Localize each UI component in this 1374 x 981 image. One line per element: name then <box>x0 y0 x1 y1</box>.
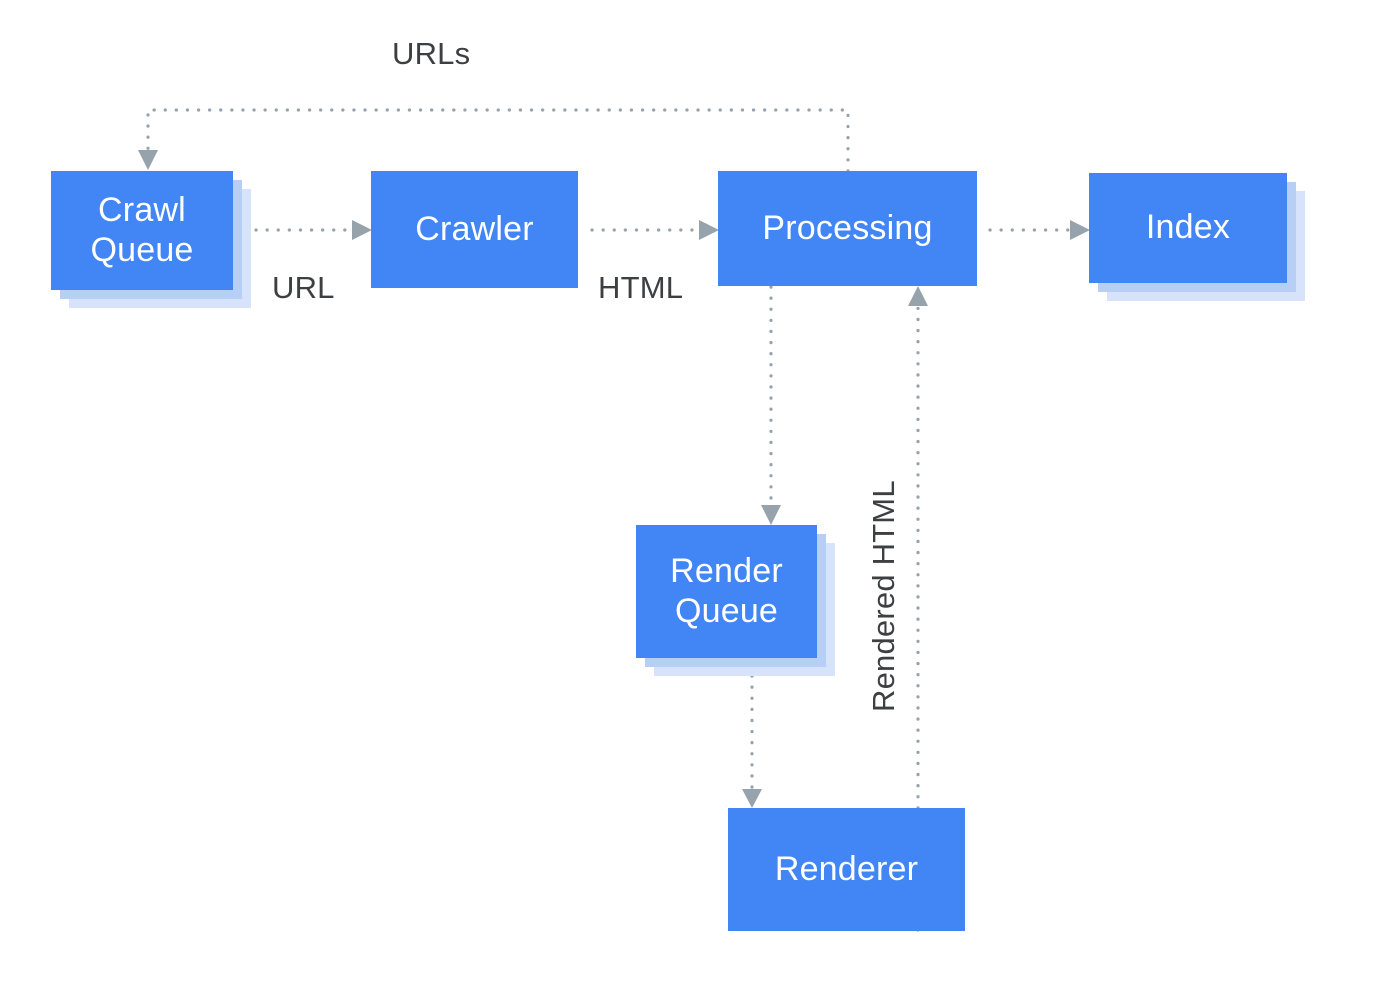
edge-label-html: HTML <box>598 270 684 305</box>
node-label-processing: Processing <box>762 208 933 247</box>
node-label-render-queue: Render Queue <box>670 551 783 630</box>
node-index[interactable]: Index <box>1089 173 1305 301</box>
node-body <box>718 171 977 286</box>
node-crawler[interactable]: Crawler <box>371 171 578 288</box>
arrowhead-urls <box>138 150 158 170</box>
edge-url <box>254 220 372 240</box>
arrowhead-to-renderer <box>742 789 762 808</box>
node-label-crawler: Crawler <box>415 209 534 248</box>
node-body <box>1089 173 1287 283</box>
arrowhead-rendered-html <box>908 286 928 306</box>
node-render-queue[interactable]: Render Queue <box>636 525 835 676</box>
edge-to-index <box>988 220 1090 240</box>
arrowhead-to-render-queue <box>761 505 781 525</box>
node-label-crawl-queue: Crawl Queue <box>90 190 194 269</box>
node-label-index: Index <box>1145 208 1231 247</box>
edge-label-urls: URLs <box>392 36 471 71</box>
node-body <box>51 171 233 290</box>
edge-to-render-queue <box>761 285 781 525</box>
edge-html <box>590 220 719 240</box>
edge-to-renderer <box>742 674 762 808</box>
node-processing[interactable]: Processing <box>718 171 977 286</box>
arrowhead-url <box>352 220 372 240</box>
node-body <box>636 525 817 658</box>
arrowhead-html <box>699 220 719 240</box>
node-renderer[interactable]: Renderer <box>728 808 965 931</box>
node-body <box>728 808 965 931</box>
edge-urls <box>138 108 850 173</box>
node-body <box>371 171 578 288</box>
node-crawl-queue[interactable]: Crawl Queue <box>51 171 251 308</box>
arrowhead-to-index <box>1070 220 1090 240</box>
node-label-renderer: Renderer <box>774 849 919 888</box>
edge-label-url: URL <box>272 270 335 305</box>
edge-label-rendered-html: Rendered HTML <box>866 480 901 712</box>
